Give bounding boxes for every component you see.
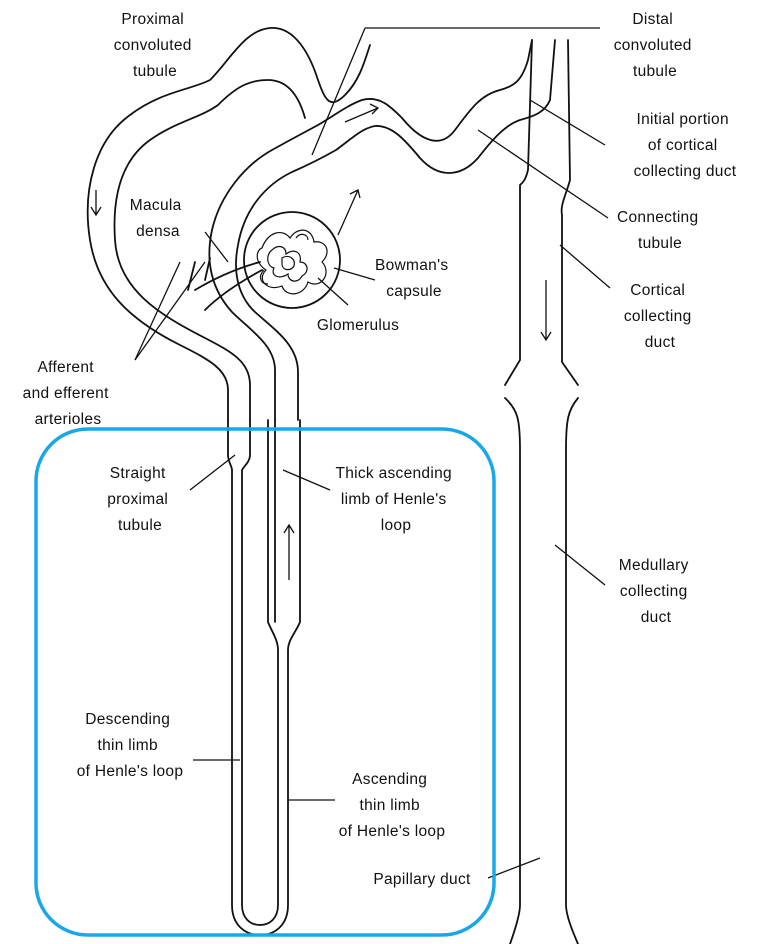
label-thick-ascending-limb: Thick ascending limb of Henle's loop (335, 465, 456, 534)
medullary-duct-right-wall (566, 398, 578, 944)
label-connecting-tubule: Connecting tubule (617, 209, 703, 252)
label-macula-densa: Macula densa (130, 197, 186, 240)
distal-tubule-outer-wall (209, 40, 532, 420)
henle-loop-inner (242, 420, 278, 925)
arteriole-cut-mark (188, 258, 210, 290)
proximal-tubule-outer-wall (88, 28, 370, 420)
label-initial-portion-cortical-collecting-duct: Initial portion of cortical collecting d… (634, 111, 737, 180)
flow-arrow-proximal (91, 190, 101, 215)
collecting-duct-left-wall (505, 40, 532, 385)
label-descending-thin-limb: Descending thin limb of Henle's loop (77, 711, 184, 780)
label-afferent-efferent-arterioles: Afferent and efferent arterioles (23, 359, 114, 428)
label-straight-proximal-tubule: Straight proximal tubule (107, 465, 173, 534)
label-glomerulus: Glomerulus (317, 317, 399, 334)
leader-lines (135, 28, 610, 878)
label-medullary-collecting-duct: Medullary collecting duct (619, 557, 694, 626)
flow-arrow-collecting (541, 280, 551, 340)
glomerulus-tuft (257, 230, 327, 294)
label-bowmans-capsule: Bowman's capsule (375, 257, 453, 300)
label-papillary-duct: Papillary duct (373, 871, 471, 888)
distal-tubule-inner-wall (236, 40, 555, 420)
flow-arrow-ascending (284, 525, 294, 580)
flow-arrow-bowman-exit (338, 190, 360, 235)
label-proximal-convoluted-tubule: Proximal convoluted tubule (114, 11, 197, 80)
flow-arrow-distal (345, 104, 378, 122)
medullary-duct-left-wall (505, 398, 520, 944)
collecting-duct-right-wall (562, 40, 578, 385)
flow-arrows (91, 104, 551, 580)
label-ascending-thin-limb: Ascending thin limb of Henle's loop (339, 771, 446, 840)
label-distal-convoluted-tubule: Distal convoluted tubule (614, 11, 697, 80)
henle-loop-outer (228, 420, 300, 935)
label-cortical-collecting-duct: Cortical collecting duct (624, 282, 696, 351)
